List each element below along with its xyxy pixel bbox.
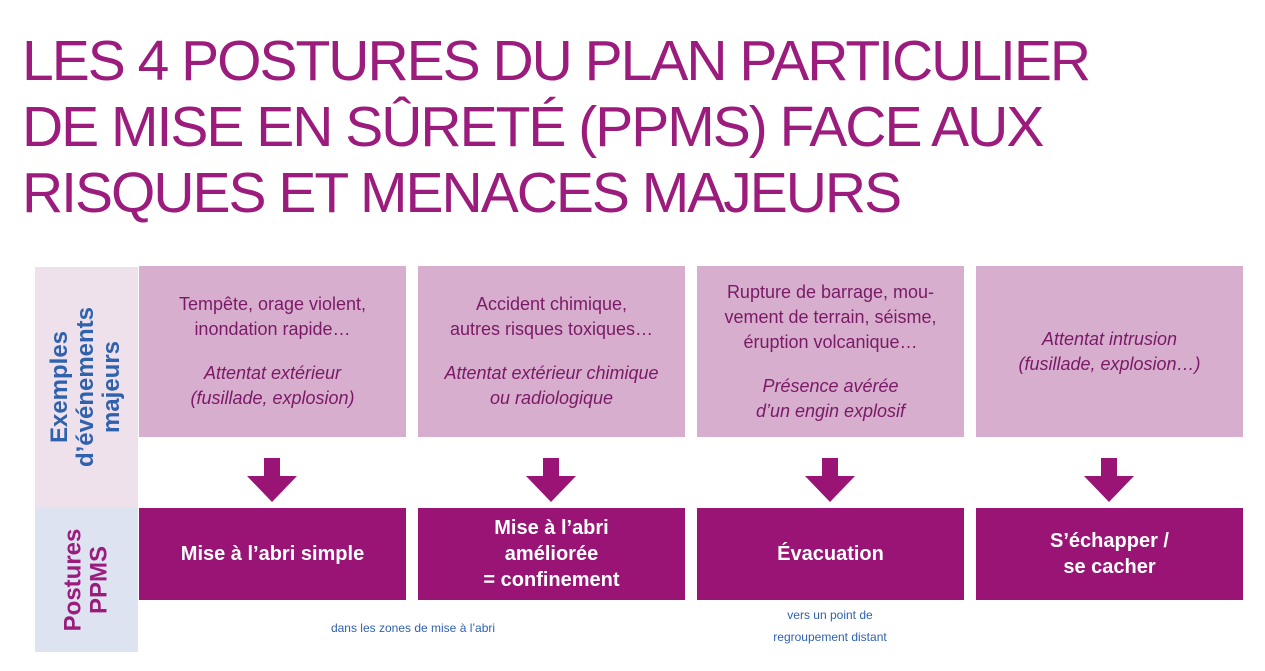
event-text: Accident chimique, <box>475 294 628 314</box>
event-text: autres risques toxiques… <box>449 319 654 339</box>
events-label-line: d’événements <box>72 306 100 468</box>
title-line: LES 4 POSTURES DU PLAN PARTICULIER <box>22 29 1091 93</box>
posture-text: se cacher <box>1063 556 1156 578</box>
down-arrow-icon <box>526 458 576 502</box>
posture-text: Mise à l’abri simple <box>180 543 365 565</box>
posture-box-2: Mise à l’abri améliorée = confinement <box>418 508 685 600</box>
event-text: éruption volcanique… <box>743 331 918 352</box>
events-label-line: Exemples <box>46 330 74 444</box>
posture-text: améliorée <box>504 543 599 565</box>
down-arrow-icon <box>805 458 855 502</box>
event-text: Tempête, orage violent, <box>178 294 367 314</box>
threat-text: Attentat intrusion <box>1041 328 1178 349</box>
threat-text: (fusillade, explosion…) <box>1018 353 1201 374</box>
page-title: LES 4 POSTURES DU PLAN PARTICULIER DE MI… <box>22 28 1252 226</box>
title-line: RISQUES ET MENACES MAJEURS <box>22 161 902 225</box>
posture-text: Évacuation <box>777 543 884 565</box>
threat-text: d’un engin explosif <box>755 400 906 421</box>
posture-box-1: Mise à l’abri simple <box>139 508 406 600</box>
threat-text: Attentat extérieur chimique <box>444 363 659 383</box>
event-box-2: Accident chimique, autres risques toxiqu… <box>418 266 685 437</box>
posture-box-4: S’échapper / se cacher <box>976 508 1243 600</box>
event-box-3: Rupture de barrage, mou- vement de terra… <box>697 266 964 437</box>
evacuation-note: vers un point de regroupement distant <box>730 604 930 648</box>
event-text: inondation rapide… <box>194 319 351 339</box>
note-text: dans les zones de mise à l’abri <box>330 621 496 635</box>
threat-text: Présence avérée <box>762 375 899 396</box>
note-text: regroupement distant <box>773 630 887 644</box>
posture-text: = confinement <box>483 569 620 591</box>
note-text: vers un point de <box>787 608 873 622</box>
threat-text: Attentat extérieur <box>203 363 342 383</box>
events-label-line: majeurs <box>98 340 126 434</box>
event-text: vement de terrain, séisme, <box>724 306 937 327</box>
down-arrow-icon <box>1084 458 1134 502</box>
events-row-label: Exemples d’événements majeurs <box>35 267 138 507</box>
title-line: DE MISE EN SÛRETÉ (PPMS) FACE AUX <box>22 95 1044 159</box>
posture-box-3: Évacuation <box>697 508 964 600</box>
event-box-4: Attentat intrusion (fusillade, explosion… <box>976 266 1243 437</box>
postures-label-line: PPMS <box>85 545 113 614</box>
posture-text: Mise à l’abri <box>494 517 609 539</box>
posture-text: S’échapper / <box>1050 530 1169 552</box>
threat-text: ou radiologique <box>489 388 614 408</box>
shelter-note: dans les zones de mise à l’abri <box>278 617 548 639</box>
event-box-1: Tempête, orage violent, inondation rapid… <box>139 266 406 437</box>
postures-label-line: Postures <box>59 528 87 631</box>
down-arrow-icon <box>247 458 297 502</box>
event-text: Rupture de barrage, mou- <box>726 281 935 302</box>
threat-text: (fusillade, explosion) <box>190 388 355 408</box>
postures-row-label: Postures PPMS <box>35 507 138 652</box>
